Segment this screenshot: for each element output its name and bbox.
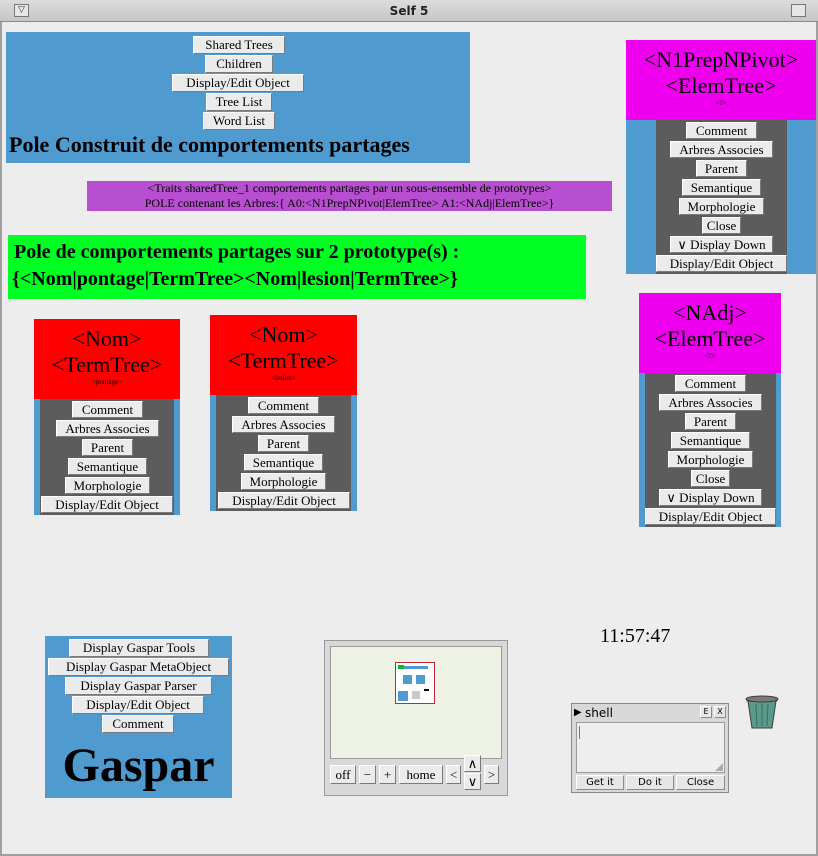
- radar-viewport[interactable]: [395, 662, 435, 704]
- shell-window: ▶ shell E X Get it Do it Close: [571, 703, 729, 793]
- traits-line-1: <Traits sharedTree_1 comportements parta…: [147, 181, 552, 195]
- display-edit-object-button[interactable]: Display/Edit Object: [645, 508, 776, 525]
- radar-view: off − + home < ∧ ∨ >: [324, 640, 508, 796]
- display-gaspar-parser-button[interactable]: Display Gaspar Parser: [65, 677, 212, 695]
- traits-line-2: POLE contenant les Arbres:{ A0:<N1PrepNP…: [144, 196, 555, 210]
- term-tree-menu: [40, 399, 174, 515]
- elem-tree-title-1: <N1PrepNPivot>: [643, 47, 799, 72]
- semantique-button[interactable]: Semantique: [682, 179, 761, 196]
- semantique-button[interactable]: Semantique: [671, 432, 750, 449]
- shell-expand-button[interactable]: E: [700, 706, 712, 718]
- elem-tree-title-2: <ElemTree>: [654, 326, 766, 351]
- trash-can-icon[interactable]: [743, 694, 781, 732]
- text-cursor: [579, 726, 580, 739]
- parent-button[interactable]: Parent: [685, 413, 736, 430]
- radar-off-button[interactable]: off: [330, 765, 356, 784]
- shell-close-icon[interactable]: X: [714, 706, 726, 718]
- arbres-associes-button[interactable]: Arbres Associes: [56, 420, 159, 437]
- comment-button[interactable]: Comment: [675, 375, 746, 392]
- display-down-button[interactable]: ∨ Display Down: [659, 489, 762, 506]
- morphologie-button[interactable]: Morphologie: [241, 473, 326, 490]
- parent-button[interactable]: Parent: [82, 439, 133, 456]
- radar-zoom-out-button[interactable]: −: [359, 765, 376, 784]
- elem-tree-small: <?>: [704, 352, 716, 360]
- elem-tree-title-2: <ElemTree>: [665, 73, 777, 98]
- elem-tree-nadj: <NAdj> <ElemTree> <?> Comment Arbres Ass…: [639, 293, 781, 527]
- close-button[interactable]: Close: [702, 217, 741, 234]
- window-menu-icon[interactable]: ▽: [14, 4, 29, 17]
- term-tree-header: <Nom> <TermTree> <lesion>: [210, 315, 357, 395]
- expand-triangle-icon[interactable]: ▶: [574, 707, 582, 718]
- pole-outliner: Shared Trees Children Display/Edit Objec…: [6, 32, 470, 163]
- term-tree-small: <lesion>: [271, 374, 296, 382]
- radar-down-button[interactable]: ∨: [464, 773, 481, 790]
- arbres-associes-button[interactable]: Arbres Associes: [659, 394, 762, 411]
- gaspar-outliner: Display Gaspar Tools Display Gaspar Meta…: [45, 636, 232, 798]
- maximize-button[interactable]: [791, 4, 806, 17]
- close-button[interactable]: Close: [676, 775, 725, 790]
- term-tree-title-2: <TermTree>: [228, 348, 339, 373]
- window-frame: [0, 22, 818, 856]
- term-tree-menu: [216, 395, 351, 511]
- shared-pole-line-1: Pole de comportements partages sur 2 pro…: [14, 241, 460, 263]
- shared-pole-label: Pole de comportements partages sur 2 pro…: [8, 235, 586, 299]
- radar-right-button[interactable]: >: [484, 765, 499, 784]
- word-list-button[interactable]: Word List: [203, 112, 275, 130]
- display-down-button[interactable]: ∨ Display Down: [670, 236, 773, 253]
- arbres-associes-button[interactable]: Arbres Associes: [670, 141, 773, 158]
- resize-grip-icon[interactable]: [715, 763, 723, 771]
- display-edit-object-button[interactable]: Display/Edit Object: [218, 492, 350, 509]
- term-tree-title-1: <Nom>: [72, 326, 142, 351]
- morphologie-button[interactable]: Morphologie: [679, 198, 764, 215]
- comment-button[interactable]: Comment: [102, 715, 174, 733]
- comment-button[interactable]: Comment: [72, 401, 143, 418]
- radar-map[interactable]: [330, 646, 502, 759]
- do-it-button[interactable]: Do it: [626, 775, 674, 790]
- display-edit-object-button[interactable]: Display/Edit Object: [72, 696, 204, 714]
- elem-tree-small: <?>: [715, 99, 727, 107]
- close-button[interactable]: Close: [691, 470, 730, 487]
- window-titlebar[interactable]: ▽ Self 5: [0, 0, 818, 22]
- shared-pole-line-2: {<Nom|pontage|TermTree><Nom|lesion|TermT…: [12, 268, 458, 290]
- semantique-button[interactable]: Semantique: [244, 454, 323, 471]
- parent-button[interactable]: Parent: [258, 435, 309, 452]
- term-tree-small: <pontage>: [91, 378, 123, 386]
- pole-caption: Pole Construit de comportements partages: [9, 132, 410, 157]
- elem-tree-header: <NAdj> <ElemTree> <?>: [639, 293, 781, 373]
- children-button[interactable]: Children: [205, 55, 273, 73]
- morphologie-button[interactable]: Morphologie: [65, 477, 150, 494]
- semantique-button[interactable]: Semantique: [68, 458, 147, 475]
- morphologie-button[interactable]: Morphologie: [668, 451, 753, 468]
- term-tree-title-1: <Nom>: [249, 322, 318, 347]
- shell-title: shell: [585, 706, 613, 720]
- traits-label: <Traits sharedTree_1 comportements parta…: [87, 181, 612, 211]
- elem-tree-header: <N1PrepNPivot> <ElemTree> <?>: [626, 40, 816, 120]
- elem-tree-title-1: <NAdj>: [673, 300, 747, 325]
- get-it-button[interactable]: Get it: [576, 775, 624, 790]
- radar-up-button[interactable]: ∧: [464, 755, 481, 772]
- clock: 11:57:47: [600, 625, 671, 647]
- display-edit-object-button[interactable]: Display/Edit Object: [41, 496, 173, 513]
- tree-list-button[interactable]: Tree List: [206, 93, 272, 111]
- gaspar-caption: Gaspar: [62, 739, 215, 792]
- display-gaspar-metaobject-button[interactable]: Display Gaspar MetaObject: [48, 658, 229, 676]
- term-tree-lesion: <Nom> <TermTree> <lesion> Comment Arbres…: [210, 315, 357, 511]
- parent-button[interactable]: Parent: [696, 160, 747, 177]
- comment-button[interactable]: Comment: [686, 122, 757, 139]
- term-tree-header: <Nom> <TermTree> <pontage>: [34, 319, 180, 399]
- shared-trees-button[interactable]: Shared Trees: [193, 36, 285, 54]
- elem-tree-n1prepnpivot: <N1PrepNPivot> <ElemTree> <?> Comment Ar…: [626, 40, 816, 274]
- display-edit-object-button[interactable]: Display/Edit Object: [172, 74, 304, 92]
- term-tree-title-2: <TermTree>: [51, 352, 163, 377]
- radar-left-button[interactable]: <: [446, 765, 461, 784]
- window-title: Self 5: [389, 4, 429, 18]
- shell-editor[interactable]: [576, 722, 725, 773]
- display-gaspar-tools-button[interactable]: Display Gaspar Tools: [69, 639, 209, 657]
- radar-home-button[interactable]: home: [399, 765, 443, 784]
- comment-button[interactable]: Comment: [248, 397, 319, 414]
- display-edit-object-button[interactable]: Display/Edit Object: [656, 255, 787, 272]
- term-tree-pontage: <Nom> <TermTree> <pontage> Comment Arbre…: [34, 319, 180, 515]
- arbres-associes-button[interactable]: Arbres Associes: [232, 416, 335, 433]
- radar-zoom-in-button[interactable]: +: [379, 765, 396, 784]
